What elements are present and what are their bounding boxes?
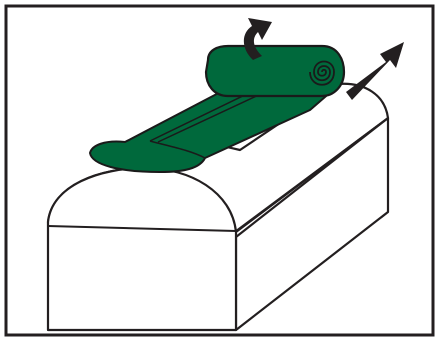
box-front-face [46,166,238,332]
sheet-body [89,83,341,173]
pull-direction-arrow-icon [346,42,404,100]
spiral-roll-end-icon [309,60,335,86]
sheet-fold-line [149,89,266,159]
box-front-ledge [47,225,237,232]
box-crest-line [235,117,389,232]
unrolled-sheet [89,83,341,173]
rotate-arrow-icon [243,18,272,60]
roll-body [204,44,346,98]
box-structure [46,82,390,332]
material-roll [204,44,346,98]
